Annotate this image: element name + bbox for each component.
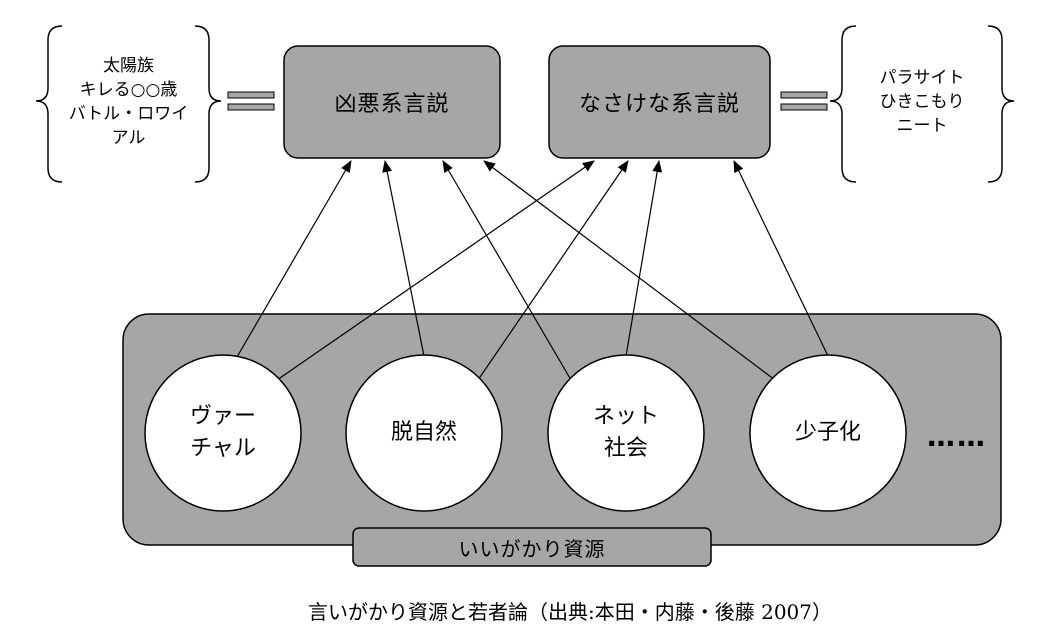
left-list-item-1: 太陽族 [103, 56, 154, 76]
arrow-nature-to-pathetic [477, 160, 629, 381]
right-equals-sign [780, 91, 828, 111]
arrow-virtual-to-pathetic [276, 160, 595, 381]
left-list: 太陽族 キレる○○歳 バトル・ロワイ アル [62, 52, 195, 152]
left-list-close-brace [194, 25, 222, 183]
nature-label: 脱自然 [390, 420, 457, 445]
left-list-item-3: バトル・ロワイ [68, 104, 189, 124]
resource-group-label: いいがかり資源 [458, 536, 606, 561]
resource-label-box [352, 527, 712, 567]
more-resources-ellipsis: …… [927, 419, 987, 453]
right-list-item-2: ひきこもり [879, 92, 965, 112]
right-list-item-1: パラサイト [879, 68, 965, 88]
circle-net [547, 354, 705, 512]
arrow-birthrate-to-pathetic [733, 160, 829, 357]
virtual-label: ヴァー チャル [163, 393, 283, 473]
arrow-net-to-harmful [442, 160, 572, 381]
right-list: パラサイト ひきこもり ニート [856, 62, 988, 142]
circle-nature [345, 354, 503, 512]
right-list-item-3: ニート [896, 116, 948, 136]
arrows [236, 160, 829, 381]
harmful-discourse-box [283, 45, 501, 159]
net-society-label-line-1: ネット [592, 404, 659, 429]
left-equals-sign [227, 91, 275, 111]
left-list-item-4: アル [111, 128, 146, 148]
virtual-label-line-2: チャル [190, 436, 256, 461]
left-list-open-brace [35, 25, 63, 183]
arrow-nature-to-harmful [382, 160, 425, 357]
arrow-birthrate-to-harmful [483, 160, 776, 381]
pathetic-discourse-label: なさけな系言説 [578, 92, 740, 117]
right-list-open-brace [829, 25, 857, 183]
arrow-net-to-pathetic [625, 160, 663, 357]
virtual-label-line-1: ヴァー [189, 404, 256, 429]
right-list-close-brace [987, 25, 1015, 183]
birthrate-label: 少子化 [794, 420, 861, 445]
circle-virtual [144, 354, 302, 512]
net-society-label-line-2: 社会 [603, 436, 648, 461]
figure-caption: 言いがかり資源と若者論（出典:本田・内藤・後藤 2007） [308, 599, 832, 624]
left-list-item-2: キレる○○歳 [79, 80, 178, 100]
arrow-virtual-to-harmful [236, 160, 352, 358]
pathetic-discourse-box [548, 45, 771, 159]
net-society-label: ネット 社会 [566, 393, 686, 473]
harmful-discourse-label: 凶悪系言説 [334, 92, 450, 117]
circle-birthrate [749, 354, 907, 512]
